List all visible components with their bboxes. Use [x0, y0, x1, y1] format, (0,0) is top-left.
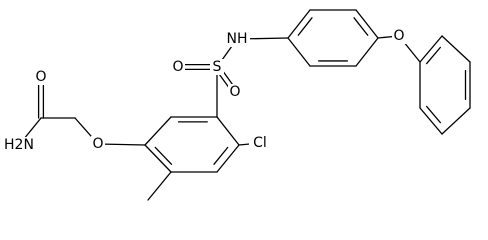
sulfonamide-nh-label: NH	[224, 31, 250, 47]
svg-text:O: O	[393, 28, 404, 44]
amide-oxygen-label: O	[34, 69, 48, 85]
chlorine-label: Cl	[249, 135, 271, 151]
bond-c6d-c6e	[441, 107, 471, 135]
bond-a6-a1	[144, 144, 172, 173]
phenoxy-oxygen-label: O	[392, 28, 406, 44]
bond-b3-b4	[355, 9, 379, 39]
svg-text:Cl: Cl	[253, 135, 267, 151]
aromatic-inner-bond-a4-a5	[213, 146, 229, 165]
bond-c6e-c6f	[419, 107, 443, 135]
sulfonyl-oxygen-left-label: O	[171, 59, 185, 75]
svg-text:H2N: H2N	[4, 137, 34, 153]
svg-text:O: O	[229, 84, 240, 100]
sulfur-label: S	[210, 59, 224, 75]
bond-a3-a4	[216, 116, 240, 146]
bond-a6-me	[147, 171, 172, 201]
aromatic-inner-bond-c6e-c6f	[426, 105, 442, 124]
bond-c6a-c6b	[419, 35, 443, 63]
bond-a4-a5	[216, 144, 240, 173]
bond-c6b-c6c	[441, 35, 471, 63]
bond-b1-b2	[287, 9, 311, 39]
bond-b6-b1	[287, 37, 311, 67]
bond-o2-a1	[97, 143, 146, 146]
bond-b4-b5	[355, 37, 379, 67]
chemical-structure: H2N O O Cl S O O NH	[4, 9, 471, 201]
aromatic-inner-bond-b3-b4	[353, 17, 369, 36]
svg-text:O: O	[35, 69, 46, 85]
svg-text:O: O	[92, 136, 103, 152]
amide-nh2-label: H2N	[4, 137, 34, 153]
svg-text:NH: NH	[227, 31, 248, 47]
sulfonyl-oxygen-bottom-label: O	[228, 84, 242, 100]
atom-label-layer: H2N O O Cl S O O NH	[4, 28, 406, 153]
ether-oxygen-label: O	[91, 136, 105, 152]
aromatic-inner-bond-b1-b2	[297, 17, 313, 36]
svg-text:O: O	[172, 59, 183, 75]
svg-text:S: S	[213, 59, 222, 75]
aromatic-inner-bond-a6-a1	[154, 146, 173, 165]
bond-a1-a2	[144, 116, 172, 146]
aromatic-inner-bond-c6a-c6b	[426, 46, 442, 65]
